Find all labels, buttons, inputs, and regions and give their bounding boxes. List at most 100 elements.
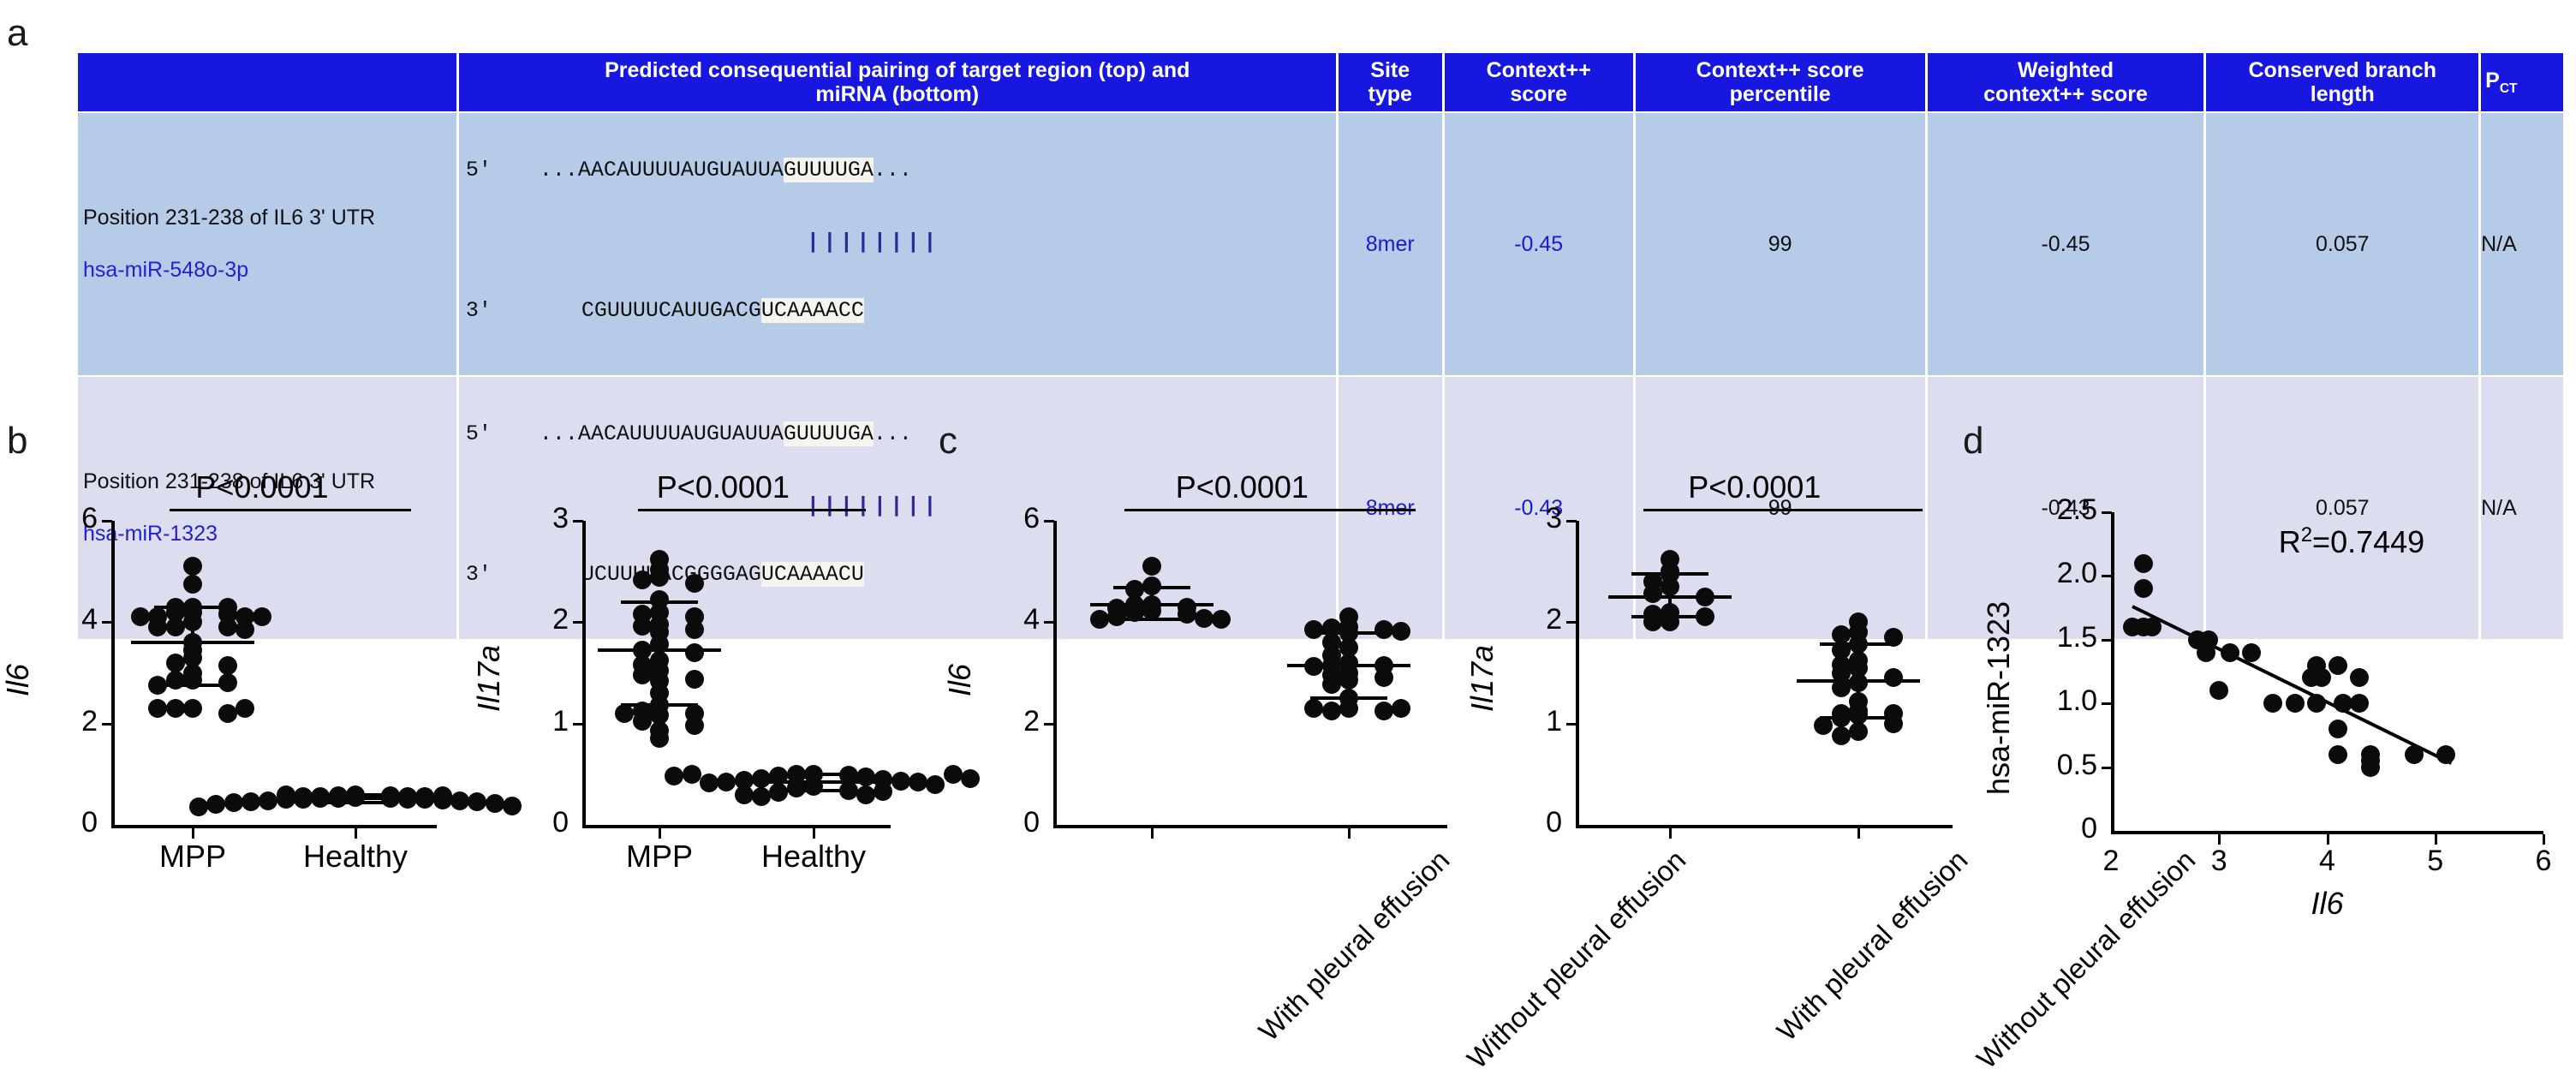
data-point [1695,587,1714,606]
header-pairing-line2: miRNA (bottom) [815,82,980,106]
data-point [2306,655,2326,675]
target-pre: ...AACAUUUUAUGUAUUA [539,421,784,446]
data-point [485,794,504,814]
y-tick-label: 4 [81,603,98,636]
y-tick-label: 0 [552,806,569,839]
data-point [183,612,202,632]
panel-letter-a: a [7,12,28,54]
y-tick [1566,520,1577,523]
y-tick-label: 0 [81,806,98,839]
x-tick-label: 3 [2210,845,2227,877]
y-tick-label: 1 [552,704,569,738]
data-point [1339,671,1358,690]
y-tick-label: 2 [81,704,98,738]
data-point [1124,602,1144,622]
p-value-label: P<0.0001 [1688,469,1822,505]
data-point [503,796,522,815]
cell-weighted-context: -0.43 [1927,377,2204,639]
data-point [632,665,652,684]
data-point [183,698,202,718]
y-tick [1044,722,1054,726]
p-value-label: P<0.0001 [1175,469,1309,505]
x-category-label: MPP [158,839,226,874]
data-point [148,618,168,637]
data-point [2242,642,2262,662]
data-point [165,698,185,718]
mirna-pre: CGUUUUCAUUGACG [581,298,761,323]
data-point [1212,610,1231,630]
data-point [943,764,963,784]
y-axis-title: hsa-miR-1323 [1981,601,2016,796]
x-tick [2434,834,2437,845]
y-tick-label: 1 [1546,704,1562,738]
data-point [293,790,313,809]
y-tick [573,621,583,624]
data-point [1321,701,1341,720]
data-point [1661,576,1679,596]
data-point [1831,678,1851,698]
header-context-percentile-line2: percentile [1729,82,1831,106]
data-point [450,791,470,811]
data-point [259,791,278,810]
targetscan-table: Predicted consequential pairing of targe… [75,51,2566,641]
y-tick-label: 0 [1546,806,1562,839]
data-point [1374,668,1393,688]
header-context-percentile-line1: Context++ score [1696,58,1864,82]
data-point [2436,744,2456,764]
table-header-row: Predicted consequential pairing of targe… [78,53,2563,111]
data-point [346,788,365,808]
data-point [218,703,237,723]
header-site-type-line1: Site [1370,58,1410,82]
header-context-percentile: Context++ score percentile [1635,53,1925,111]
y-tick [1566,621,1577,624]
cell-context-percentile: 99 [1635,113,1925,375]
data-point [328,788,348,808]
data-point [874,781,893,801]
data-point [165,671,185,690]
data-point [684,669,704,689]
data-point [224,792,243,812]
header-branch-length: Conserved branch length [2206,53,2479,111]
mirna-pre: UCUUUUACGGGGAG [581,562,761,587]
data-point [1661,612,1679,632]
three-prime-label: 3' [465,562,492,587]
header-context-score-line2: score [1510,82,1568,106]
target-post: ... [873,158,912,182]
x-tick-label: 6 [2535,845,2552,877]
data-point [650,729,669,749]
x-tick [355,828,357,839]
data-point [1831,624,1851,644]
row-alignment: 5'...AACAUUUUAUGUAUUAGUUUUGA... ||||||||… [458,113,1336,375]
y-axis-line [1576,521,1579,828]
x-axis-line [1053,825,1447,828]
data-point [838,780,858,800]
data-point [165,618,185,637]
data-point [1142,576,1161,595]
data-point [1643,612,1662,632]
data-point [1643,584,1662,604]
row-descriptor: Position 231-238 of IL6 3' UTR hsa-miR-5… [78,113,456,375]
data-point [699,773,719,793]
y-axis-title: Il6 [0,663,35,696]
header-context-score-line1: Context++ [1486,58,1591,82]
row-mirna-label: hsa-miR-548o-3p [83,258,249,282]
y-tick-label: 2.5 [2056,493,2097,526]
target-pre: ...AACAUUUUAUGUAUUA [539,158,784,182]
y-tick-label: 6 [1023,502,1040,535]
data-point [1831,708,1851,727]
y-tick [102,621,112,624]
data-point [1339,698,1358,718]
header-site-type: Site type [1338,53,1442,111]
cell-pct: N/A [2481,113,2563,375]
pairing-bars: |||||||| [806,493,940,518]
data-point [1374,701,1393,720]
data-point [2329,744,2348,764]
data-point [218,655,237,675]
x-category-label: With pleural effusion [1770,844,1974,1048]
y-tick [573,520,583,523]
alignment-mirna-row: 3'CGUUUUCAUUGACGUCAAAACC [466,298,1336,329]
data-point [734,785,754,804]
row-position-label: Position 231-238 of IL6 3' UTR [83,469,376,493]
alignment-mirna-row: 3'UCUUUUACGGGGAGUCAAAACU [465,562,1336,593]
